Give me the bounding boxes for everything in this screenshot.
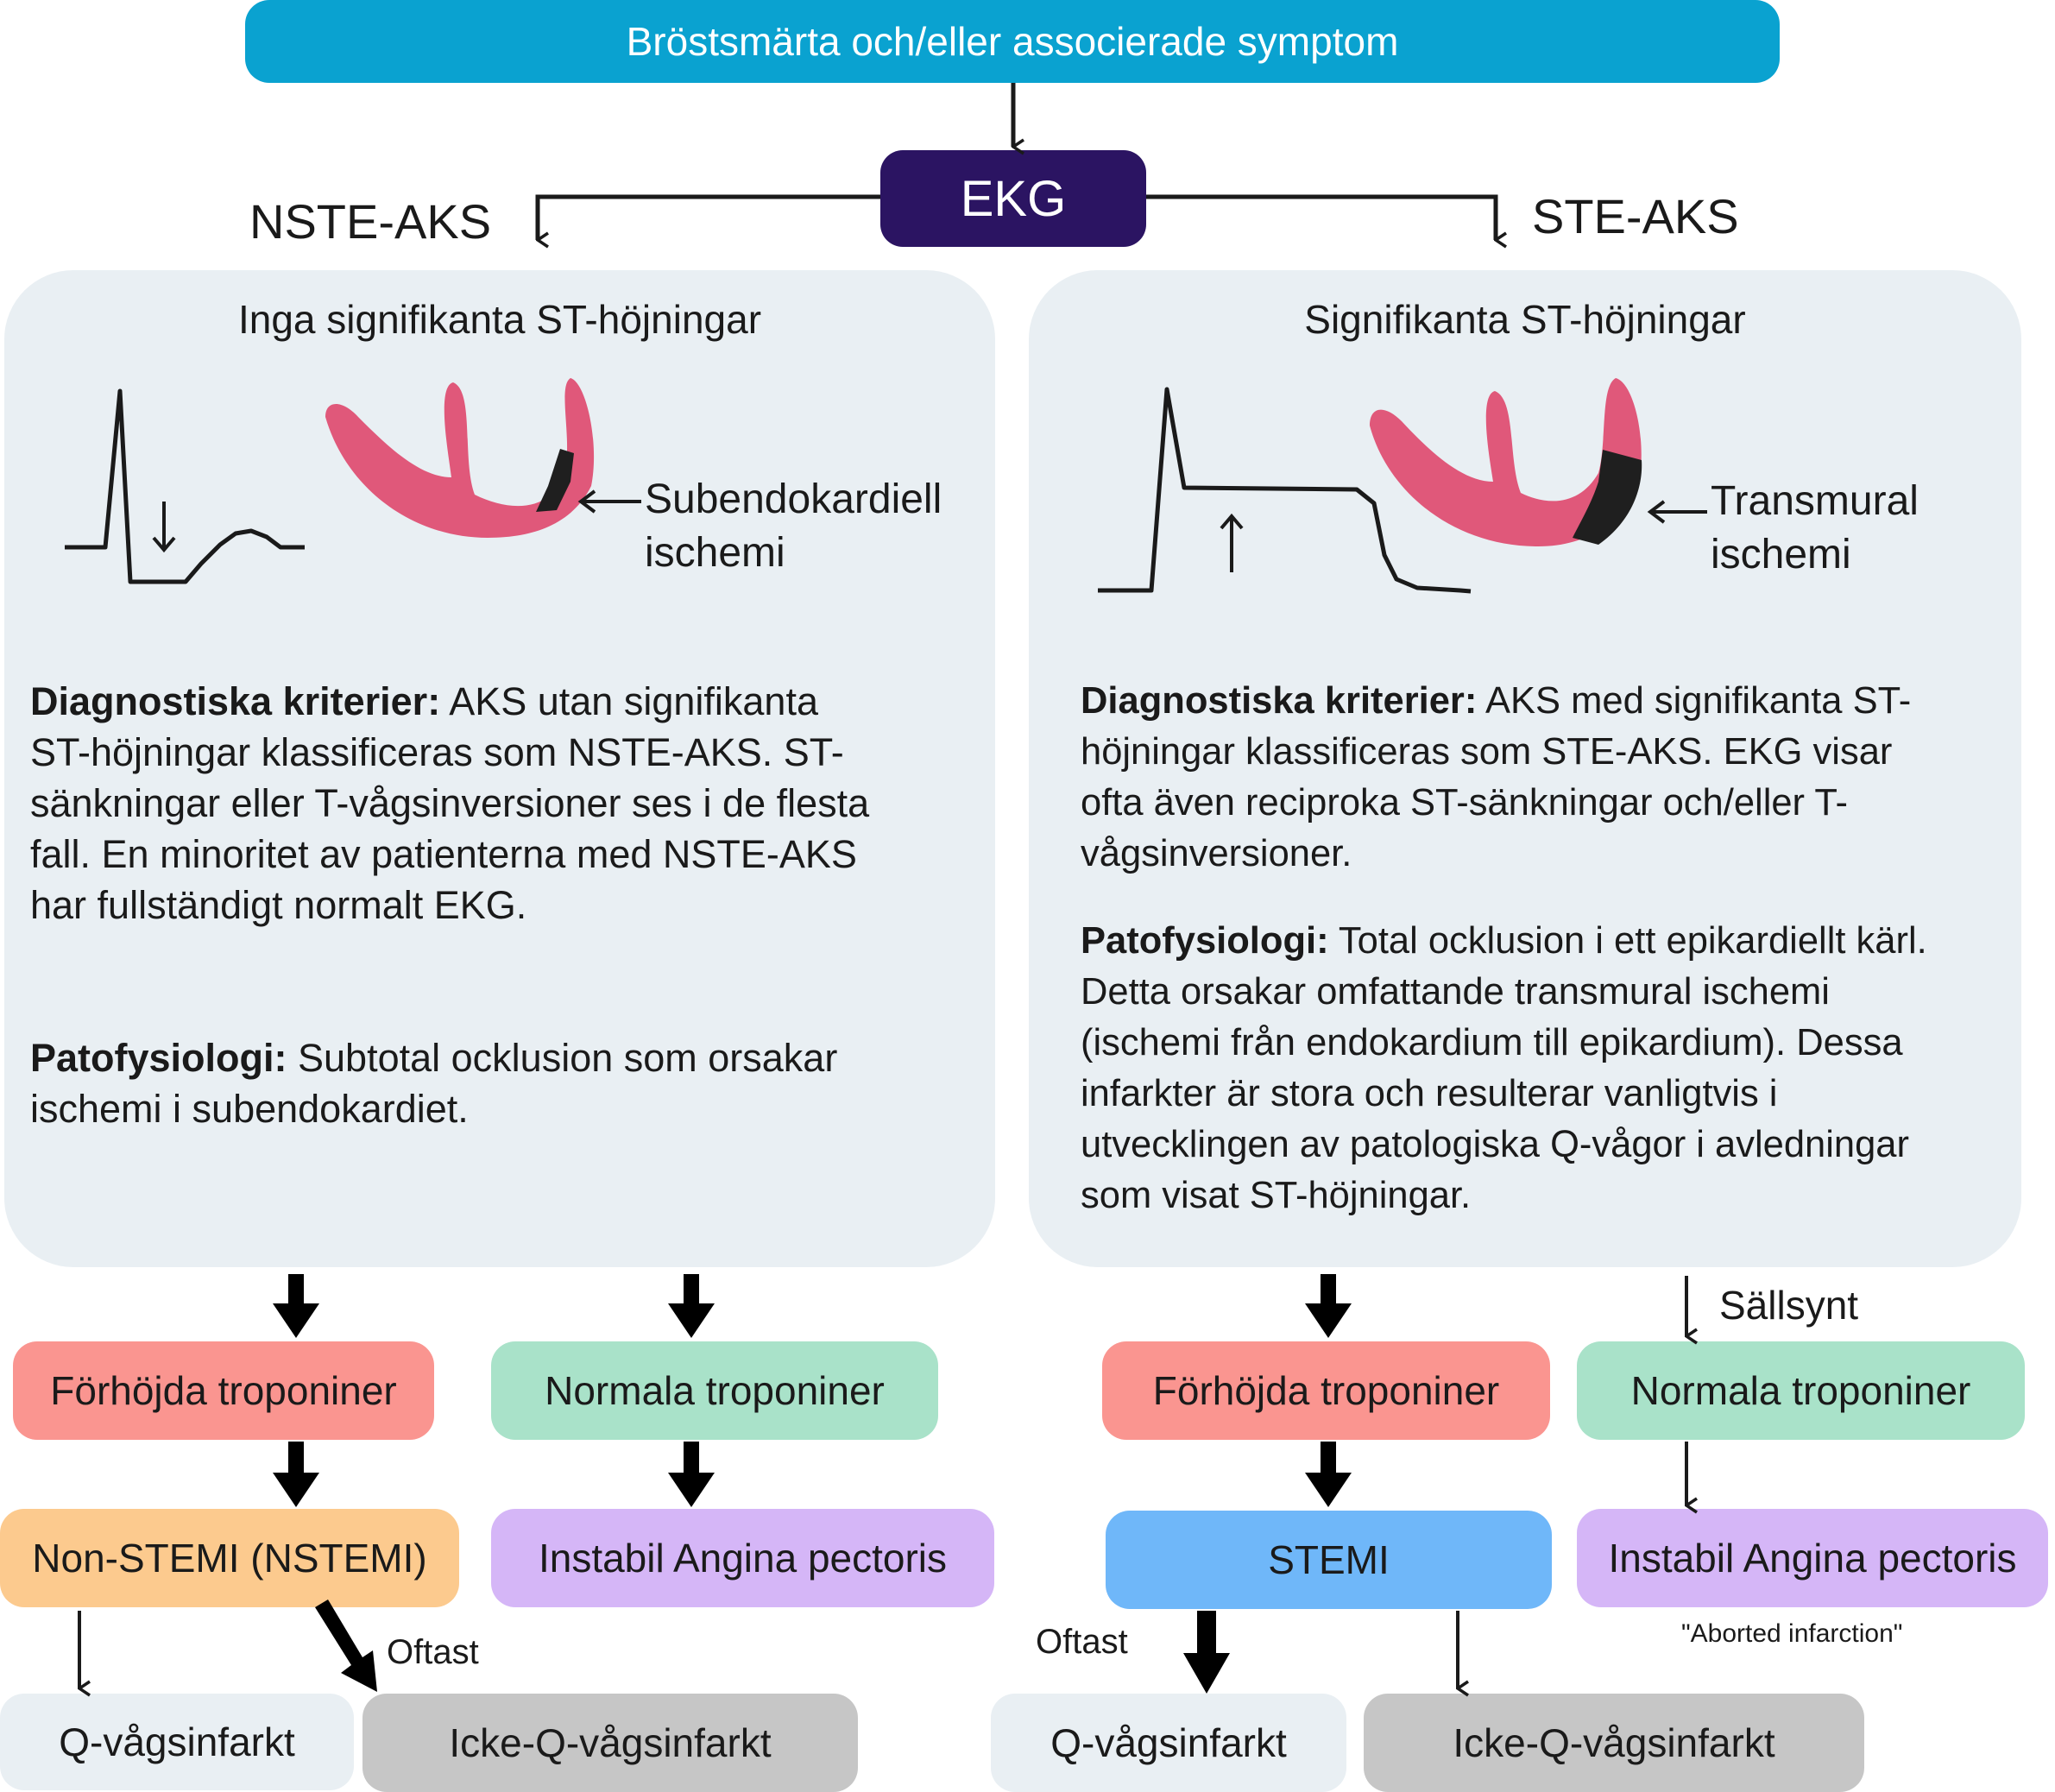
pointer-arrow-icon xyxy=(577,489,641,514)
ste-criteria-text: Diagnostiska kriterier: AKS med signifik… xyxy=(1081,676,2004,880)
criteria-title: Diagnostiska kriterier: xyxy=(30,679,441,723)
thick-arrow-icon xyxy=(1183,1611,1230,1694)
transmural-ischemia-label: Transmural ischemi xyxy=(1711,475,1919,582)
node-left-unstable-angina: Instabil Angina pectoris xyxy=(491,1509,994,1607)
header-symptoms-box: Bröstsmärta och/eller associerade sympto… xyxy=(245,0,1780,83)
nste-aks-panel: Inga signifikanta ST-höjningar Subendoka… xyxy=(4,270,995,1267)
ekg-box: EKG xyxy=(880,150,1146,247)
thick-arrow-icon xyxy=(668,1274,715,1338)
pathophysiology-line: som visat ST-höjningar. xyxy=(1081,1175,1472,1216)
node-label: Q-vågsinfarkt xyxy=(59,1719,295,1764)
ste-aks-panel: Signifikanta ST-höjningar Transmural isc… xyxy=(1029,270,2021,1267)
subendocardial-ischemia-icon xyxy=(536,449,574,512)
thick-arrows xyxy=(273,1274,1352,1694)
thick-arrow-icon xyxy=(315,1600,377,1692)
node-label: Icke-Q-vågsinfarkt xyxy=(449,1720,772,1765)
label-rare: Sällsynt xyxy=(1719,1283,1859,1328)
nste-illustration xyxy=(65,378,641,584)
branch-label-nste-aks: NSTE-AKS xyxy=(249,194,492,249)
criteria-line: AKS med signifikanta ST- xyxy=(1477,680,1912,722)
node-label: Non-STEMI (NSTEMI) xyxy=(32,1536,427,1581)
arrow-ekg-to-nste xyxy=(535,194,880,240)
pathophysiology-title: Patofysiologi: xyxy=(1081,920,1329,962)
pathophysiology-line: utvecklingen av patologiska Q-vågor i av… xyxy=(1081,1124,1909,1165)
ekg-label: EKG xyxy=(960,170,1067,227)
pathophysiology-line: infarkter är stora och resulterar vanlig… xyxy=(1081,1073,1778,1114)
myocardium-icon xyxy=(1370,378,1642,546)
thick-arrow-icon xyxy=(1305,1442,1352,1507)
down-arrow-icon xyxy=(152,502,176,553)
node-label: Normala troponiner xyxy=(545,1368,885,1413)
node-nstemi: Non-STEMI (NSTEMI) xyxy=(0,1509,459,1607)
criteria-line: vågsinversioner. xyxy=(1081,833,1352,874)
ecg-trace-st-elevation-icon xyxy=(1098,387,1472,594)
criteria-line: AKS utan signifikanta xyxy=(440,679,818,723)
up-arrow-icon xyxy=(1220,513,1244,572)
node-right-normal-troponin: Normala troponiner xyxy=(1577,1341,2025,1440)
thick-arrow-icon xyxy=(273,1274,319,1338)
ischemia-label-line: Subendokardiell xyxy=(645,476,942,522)
thick-arrow-icon xyxy=(668,1442,715,1507)
transmural-ischemia-icon xyxy=(1573,450,1642,545)
pathophysiology-line: (ischemi från endokardium till epikardiu… xyxy=(1081,1022,1903,1063)
node-label: Normala troponiner xyxy=(1630,1368,1971,1413)
node-right-elevated-troponin: Förhöjda troponiner xyxy=(1102,1341,1550,1440)
ischemia-label-line: ischemi xyxy=(645,530,785,576)
branch-label-ste-aks: STE-AKS xyxy=(1532,189,1739,243)
pathophysiology-line: ischemi i subendokardiet. xyxy=(30,1087,469,1131)
ischemia-label-line: ischemi xyxy=(1711,532,1851,577)
criteria-line: har fullständigt normalt EKG. xyxy=(30,883,527,927)
panel-heading-st-elevation: Signifikanta ST-höjningar xyxy=(1304,297,1746,342)
thick-arrow-icon xyxy=(1305,1274,1352,1338)
criteria-line: höjningar klassificeras som STE-AKS. EKG… xyxy=(1081,731,1893,773)
node-label: Förhöjda troponiner xyxy=(50,1368,397,1413)
ste-illustration xyxy=(1098,378,1707,594)
nste-pathophysiology-text: Patofysiologi: Subtotal ocklusion som or… xyxy=(30,1032,971,1134)
node-label: STEMI xyxy=(1268,1537,1390,1582)
pathophysiology-line: Subtotal ocklusion som orsakar xyxy=(287,1036,838,1080)
node-stemi: STEMI xyxy=(1106,1511,1552,1609)
criteria-line: sänkningar eller T-vågsinversioner ses i… xyxy=(30,781,870,825)
arrow-ekg-to-ste xyxy=(1146,194,1496,240)
myocardium-icon xyxy=(325,378,595,538)
node-left-normal-troponin: Normala troponiner xyxy=(491,1341,938,1440)
node-label: Instabil Angina pectoris xyxy=(538,1536,948,1581)
panel-heading-no-st-elevation: Inga signifikanta ST-höjningar xyxy=(237,297,762,342)
node-left-elevated-troponin: Förhöjda troponiner xyxy=(13,1341,434,1440)
label-aborted-infarction: "Aborted infarction" xyxy=(1681,1619,1903,1648)
nste-criteria-text: Diagnostiska kriterier: AKS utan signifi… xyxy=(30,676,971,931)
criteria-line: fall. En minoritet av patienterna med NS… xyxy=(30,832,857,876)
thick-arrow-icon xyxy=(273,1442,319,1507)
node-label: Q-vågsinfarkt xyxy=(1050,1720,1287,1765)
node-label: Förhöjda troponiner xyxy=(1152,1368,1500,1413)
criteria-title: Diagnostiska kriterier: xyxy=(1081,680,1478,722)
pathophysiology-line: Total ocklusion i ett epikardiellt kärl. xyxy=(1328,920,1927,962)
ecg-trace-st-depression-icon xyxy=(65,388,305,584)
node-label: Icke-Q-vågsinfarkt xyxy=(1453,1720,1775,1765)
ischemia-label-line: Transmural xyxy=(1711,478,1919,524)
pointer-arrow-icon xyxy=(1647,500,1707,524)
node-label: Instabil Angina pectoris xyxy=(1608,1536,2017,1581)
label-most-common-left: Oftast xyxy=(387,1633,479,1671)
pathophysiology-title: Patofysiologi: xyxy=(30,1036,287,1080)
ste-pathophysiology-text: Patofysiologi: Total ocklusion i ett epi… xyxy=(1081,916,2004,1221)
node-right-unstable-angina: Instabil Angina pectoris xyxy=(1577,1509,2048,1607)
pathophysiology-line: Detta orsakar omfattande transmural isch… xyxy=(1081,971,1830,1013)
label-most-common-right: Oftast xyxy=(1036,1623,1128,1661)
header-label: Bröstsmärta och/eller associerade sympto… xyxy=(626,19,1399,64)
criteria-line: ofta även reciproka ST-sänkningar och/el… xyxy=(1081,782,1848,823)
subendocardial-ischemia-label: Subendokardiell ischemi xyxy=(645,473,942,580)
criteria-line: ST-höjningar klassificeras som NSTE-AKS.… xyxy=(30,730,844,774)
